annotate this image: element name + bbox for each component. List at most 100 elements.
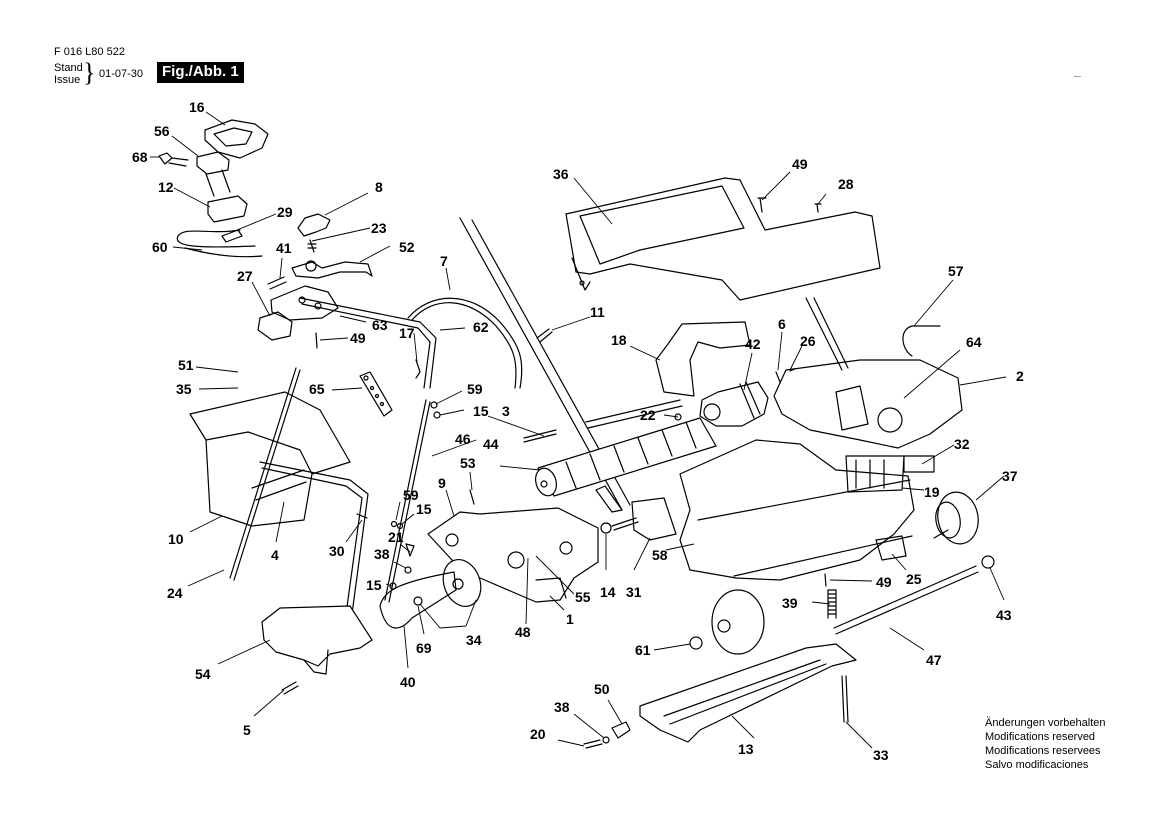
callout-4: 4 (271, 547, 279, 563)
callout-43: 43 (996, 607, 1012, 623)
callout-23: 23 (371, 220, 387, 236)
callout-55: 55 (575, 589, 591, 605)
callout-38: 38 (374, 546, 390, 562)
callout-58: 58 (652, 547, 668, 563)
callout-33: 33 (873, 747, 889, 763)
part-roller-bracket (639, 643, 857, 743)
callout-14: 14 (600, 584, 616, 600)
part-axle-cap (981, 555, 995, 569)
callout-10: 10 (168, 531, 184, 547)
callout-18: 18 (611, 332, 627, 348)
part-side-housing (773, 359, 963, 449)
notice-line-en: Modifications reserved (985, 731, 1096, 743)
callout-44: 44 (483, 436, 499, 452)
part-axle-pin (523, 429, 557, 443)
part-motor (699, 381, 769, 427)
part-screw-6 (775, 371, 781, 383)
callout-11: 11 (590, 304, 605, 320)
callout-39: 39 (782, 595, 798, 611)
part-screw-28 (814, 203, 822, 213)
part-belt-cover (261, 605, 373, 675)
callout-20: 20 (530, 726, 546, 742)
callout-25: 25 (906, 571, 922, 587)
part-spring-53 (469, 489, 475, 505)
callout-38: 38 (554, 699, 570, 715)
part-coupling (600, 497, 677, 541)
callout-47: 47 (926, 652, 942, 668)
part-collector-lid (565, 177, 881, 301)
issue-label: Issue (54, 74, 81, 86)
part-shaft (585, 399, 683, 429)
callout-15: 15 (473, 403, 489, 419)
callout-15: 15 (366, 577, 382, 593)
callout-42: 42 (745, 336, 761, 352)
callout-61: 61 (635, 642, 651, 658)
callout-27: 27 (237, 268, 253, 284)
callout-34: 34 (466, 632, 482, 648)
part-label-32 (903, 455, 935, 473)
callout-62: 62 (473, 319, 489, 335)
callout-46: 46 (455, 431, 471, 447)
callout-69: 69 (416, 640, 432, 656)
leader-lines (150, 111, 1007, 749)
callout-15: 15 (416, 501, 432, 517)
part-pulley (442, 559, 482, 607)
callout-17: 17 (399, 325, 415, 341)
part-roller (534, 417, 717, 497)
callout-30: 30 (329, 543, 345, 559)
part-bolt-5 (281, 681, 299, 695)
notice-line-de: Änderungen vorbehalten (985, 717, 1106, 729)
part-cable (176, 229, 263, 258)
callout-63: 63 (372, 317, 388, 333)
part-lever (297, 213, 331, 237)
part-adjust-plate (359, 371, 393, 417)
part-bowden-cable (407, 297, 523, 389)
issue-date: 01-07-30 (99, 68, 144, 80)
callout-51: 51 (178, 357, 194, 373)
callout-48: 48 (515, 624, 531, 640)
callout-28: 28 (838, 176, 854, 192)
callout-7: 7 (440, 253, 448, 269)
callout-57: 57 (948, 263, 964, 279)
callout-49: 49 (350, 330, 366, 346)
stand-issue-label: Stand Issue (54, 62, 83, 86)
callout-12: 12 (158, 179, 174, 195)
part-bracket-arm (291, 260, 373, 279)
part-screw-49c (824, 573, 827, 587)
part-capacitor (158, 152, 189, 167)
brace-symbol: } (83, 58, 96, 87)
callout-41: 41 (276, 240, 292, 256)
callout-68: 68 (132, 149, 148, 165)
part-axle (833, 565, 979, 635)
notice-line-es: Salvo modificaciones (985, 759, 1089, 771)
callout-35: 35 (176, 381, 192, 397)
part-bolt-33 (841, 675, 849, 723)
callout-9: 9 (438, 475, 446, 491)
callout-6: 6 (778, 316, 786, 332)
callout-3: 3 (502, 403, 510, 419)
callout-24: 24 (167, 585, 183, 601)
figure-label: Fig./Abb. 1 (157, 62, 244, 83)
callout-65: 65 (309, 381, 325, 397)
part-switch-housing (207, 195, 248, 223)
part-lower-handle (229, 367, 369, 615)
callout-56: 56 (154, 123, 170, 139)
callout-29: 29 (277, 204, 293, 220)
callout-13: 13 (738, 741, 754, 757)
callout-1: 1 (566, 611, 574, 627)
stand-label: Stand (54, 62, 83, 74)
part-handle-upper-tube (299, 297, 437, 389)
callout-31: 31 (626, 584, 642, 600)
part-small-hardware (356, 401, 441, 590)
part-switch (196, 151, 231, 197)
callout-8: 8 (375, 179, 383, 195)
callout-36: 36 (553, 166, 569, 182)
callout-59: 59 (467, 381, 483, 397)
part-bracket-25 (875, 535, 907, 561)
part-washer-38 (602, 736, 610, 744)
callout-5: 5 (243, 722, 251, 738)
part-switch-cover (204, 119, 269, 159)
part-motor-cover (655, 321, 751, 397)
corner-mark (1074, 76, 1081, 77)
part-handle-base (257, 285, 339, 341)
